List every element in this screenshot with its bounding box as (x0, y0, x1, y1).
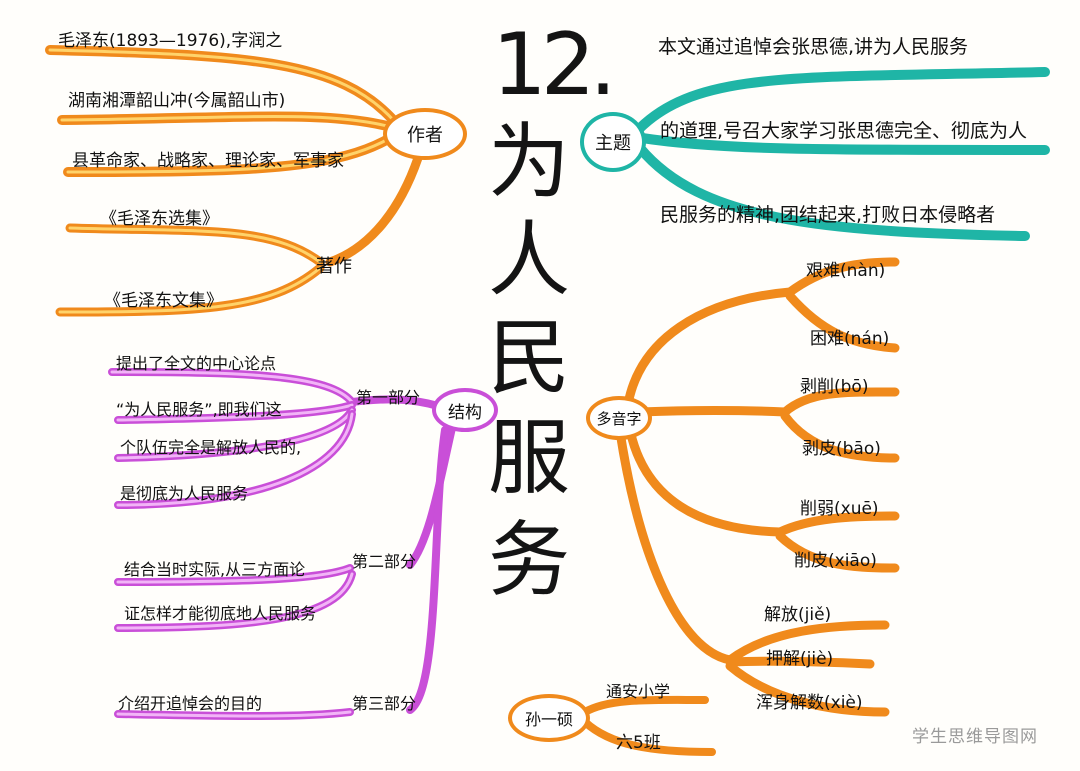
author-signature-node: 孙一硕 (508, 694, 590, 742)
works-item-2: 《毛泽东文集》 (104, 291, 223, 311)
theme-node-label: 主题 (595, 133, 631, 154)
author-branches (45, 45, 423, 317)
poly-stem-top (623, 287, 795, 409)
part1-text-4: 是彻底为人民服务 (120, 484, 249, 503)
poly-line-3 (780, 387, 900, 417)
polyphone-branches (615, 257, 900, 717)
part1-text-1: 提出了全文的中心论点 (116, 354, 277, 373)
works-line-1 (65, 223, 325, 267)
part1-line-3-highlight (116, 408, 354, 460)
poly-item-8: 押解(jiè) (766, 649, 834, 669)
lesson-number: 12. (492, 15, 617, 115)
part1-text-3: 个队伍完全是解放人民的, (120, 438, 302, 457)
structure-to-part1 (348, 395, 442, 410)
poly-line-9 (725, 661, 890, 717)
author-node: 作者 (383, 108, 467, 160)
part1-label: 第一部分 (356, 388, 421, 407)
poly-item-4: 剥皮(bāo) (802, 439, 881, 459)
part3-line-1-highlight (116, 710, 352, 718)
polyphone-node-label: 多音字 (596, 409, 642, 428)
structure-node-label: 结构 (448, 402, 482, 423)
structure-node: 结构 (432, 388, 498, 432)
title-char-3: 民 (488, 311, 571, 406)
structure-branches (108, 368, 456, 720)
theme-line-2-text: 的道理,号召大家学习张思德完全、彻底为人 (660, 120, 1028, 142)
works-item-1: 《毛泽东选集》 (100, 209, 219, 229)
poly-line-6 (775, 531, 900, 573)
theme-node: 主题 (580, 112, 646, 172)
theme-line-3 (635, 143, 1030, 241)
title-char-4: 服 (488, 411, 571, 506)
part3-text-1: 介绍开追悼会的目的 (118, 694, 263, 713)
poly-item-3: 剥削(bō) (800, 377, 869, 397)
poly-stem-bottom (615, 427, 735, 665)
works-line-1-highlight (68, 226, 322, 264)
author-line-1-highlight (48, 48, 397, 124)
structure-to-part2 (406, 424, 456, 569)
part1-line-4-highlight (116, 412, 354, 507)
part1-line-1-highlight (110, 370, 354, 404)
signature-school: 通安小学 (606, 682, 671, 701)
poly-item-9: 浑身解数(xiè) (756, 693, 863, 713)
works-node: 著作 (316, 256, 352, 277)
signature-branches (581, 695, 716, 756)
part1-text-2: “为人民服务”,即我们这 (116, 400, 282, 419)
title-char-2: 人 (488, 213, 571, 308)
signature-name: 孙一硕 (524, 710, 573, 729)
part1-line-2-highlight (116, 403, 354, 422)
author-line-2-highlight (60, 115, 397, 130)
poly-line-1 (785, 257, 900, 297)
author-line-2-text: 湖南湘潭韶山冲(今属韶山市) (68, 91, 286, 111)
poly-line-5 (775, 511, 900, 537)
poly-item-6: 削皮(xiāo) (794, 551, 877, 571)
theme-line-2 (637, 133, 1050, 155)
part2-text-1: 结合当时实际,从三方面论 (124, 560, 306, 579)
part3-label: 第三部分 (352, 694, 417, 713)
sig-line-2 (581, 718, 716, 756)
theme-branches (635, 67, 1050, 241)
poly-item-7: 解放(jiě) (764, 605, 832, 625)
poly-item-5: 削弱(xuē) (800, 499, 879, 519)
site-watermark: 学生思维导图网 (912, 727, 1038, 747)
part2-text-2: 证怎样才能彻底地人民服务 (124, 604, 317, 623)
part2-line-2-highlight (116, 572, 354, 630)
poly-stem-mid (635, 406, 790, 417)
title-char-1: 为 (488, 115, 571, 210)
poly-line-4 (780, 411, 900, 463)
polyphone-node: 多音字 (586, 396, 652, 440)
poly-stem-low (625, 425, 785, 537)
poly-line-8 (725, 656, 875, 669)
part2-label: 第二部分 (352, 552, 417, 571)
structure-to-part3 (406, 426, 449, 714)
poly-item-2: 困难(nán) (810, 329, 890, 349)
theme-line-1-text: 本文通过追悼会张思德,讲为人民服务 (658, 36, 969, 58)
theme-line-3-text: 民服务的精神,团结起来,打败日本侵略者 (660, 204, 996, 226)
author-line-3-highlight (66, 133, 397, 174)
sig-line-1 (581, 695, 709, 716)
poly-item-1: 艰难(nàn) (806, 261, 886, 281)
poly-line-7 (725, 620, 890, 665)
author-node-label: 作者 (407, 125, 443, 146)
signature-class: 六5班 (616, 733, 661, 753)
theme-line-1 (635, 67, 1050, 133)
author-line-3-text: 县革命家、战略家、理论家、军事家 (72, 151, 344, 171)
author-line-1-text: 毛泽东(1893—1976),字润之 (58, 31, 283, 51)
works-stem (325, 153, 423, 267)
title-char-5: 务 (488, 513, 571, 608)
part2-line-1-highlight (116, 566, 352, 584)
works-line-2-highlight (58, 266, 322, 314)
poly-line-2 (785, 291, 900, 353)
